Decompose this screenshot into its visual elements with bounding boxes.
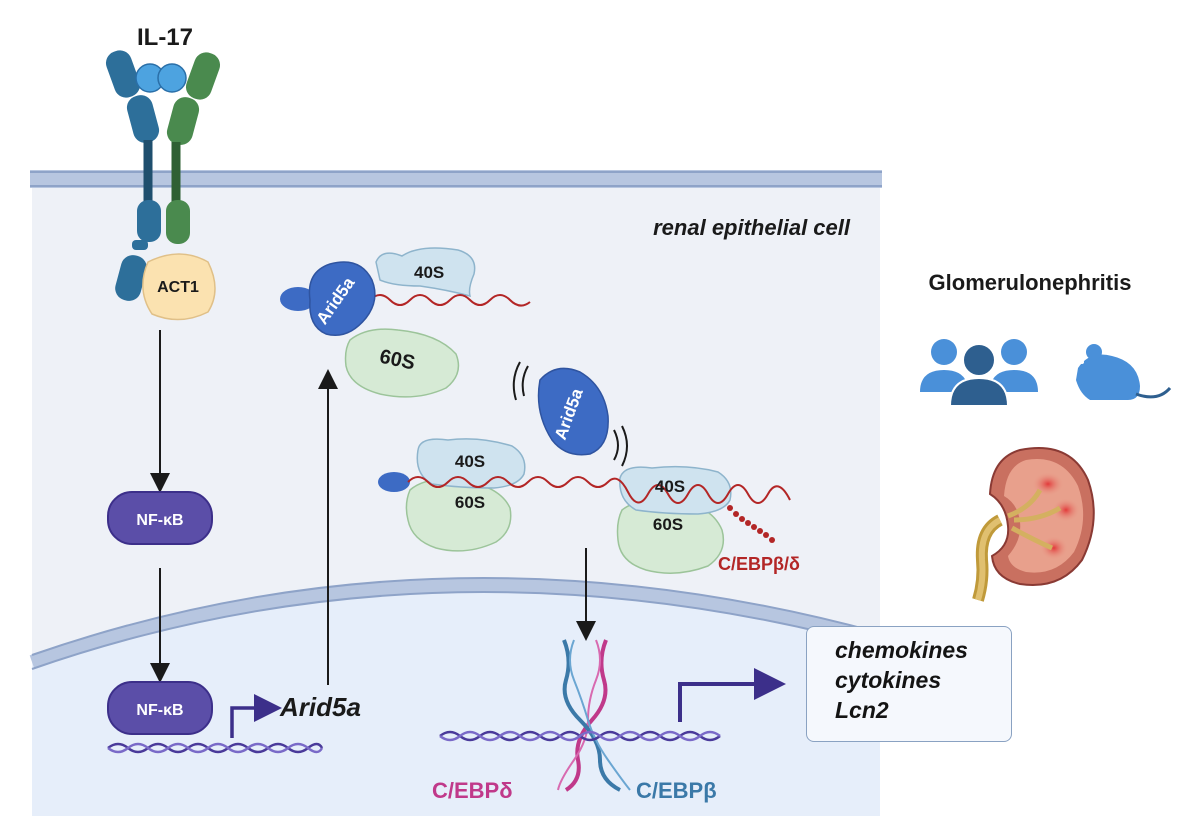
ribosome-complex-arid5a <box>280 247 531 398</box>
target-genes-box: chemokines cytokines Lcn2 <box>806 626 1012 742</box>
complex2-60s-label: 60S <box>455 493 485 512</box>
complex3-60s-label: 60S <box>653 515 683 534</box>
disease-title: Glomerulonephritis <box>928 270 1132 295</box>
kidney-icon <box>972 447 1095 602</box>
dna-arid5a-locus <box>107 742 324 754</box>
act1-label: ACT1 <box>157 279 199 296</box>
il17-ligand <box>135 63 187 93</box>
arid5a-gene-label: Arid5a <box>279 692 361 722</box>
nfkb-nucleus-label: NF-κB <box>136 702 183 719</box>
il17-label: IL-17 <box>137 24 193 51</box>
target-gene-item: chemokines <box>835 637 968 663</box>
act1-protein <box>142 253 216 321</box>
il17ra-chain <box>105 50 161 301</box>
patients-icon <box>920 339 1038 407</box>
arid5a-transcription-arrow <box>230 694 282 738</box>
translating-ribosomes <box>378 438 791 574</box>
cebp-delta-label: C/EBPδ <box>432 778 513 803</box>
il17-receptor <box>105 50 221 301</box>
cell-label: renal epithelial cell <box>653 215 851 240</box>
complex3-40s-label: 40S <box>655 477 685 496</box>
arid5a-free-protein <box>512 361 628 467</box>
cebp-beta-label: C/EBPβ <box>636 778 717 803</box>
cebp-helices <box>557 639 631 792</box>
nascent-peptide <box>727 505 775 543</box>
nucleus <box>29 577 882 816</box>
plasma-membrane <box>30 170 882 188</box>
nfkb-cytoplasm-label: NF-κB <box>136 512 183 529</box>
target-transcription-arrow <box>678 668 786 722</box>
translation-product-label: C/EBPβ/δ <box>718 554 800 574</box>
mouse-icon <box>1076 344 1172 400</box>
ribosome-40s-label: 40S <box>414 263 444 282</box>
dna-target-locus <box>439 730 721 742</box>
target-gene-item: cytokines <box>835 667 942 693</box>
target-gene-item: Lcn2 <box>835 697 889 723</box>
il17rc-chain <box>166 52 221 244</box>
nfkb-cytoplasm <box>107 491 213 545</box>
nfkb-nucleus <box>107 681 213 735</box>
complex2-40s-label: 40S <box>455 452 485 471</box>
